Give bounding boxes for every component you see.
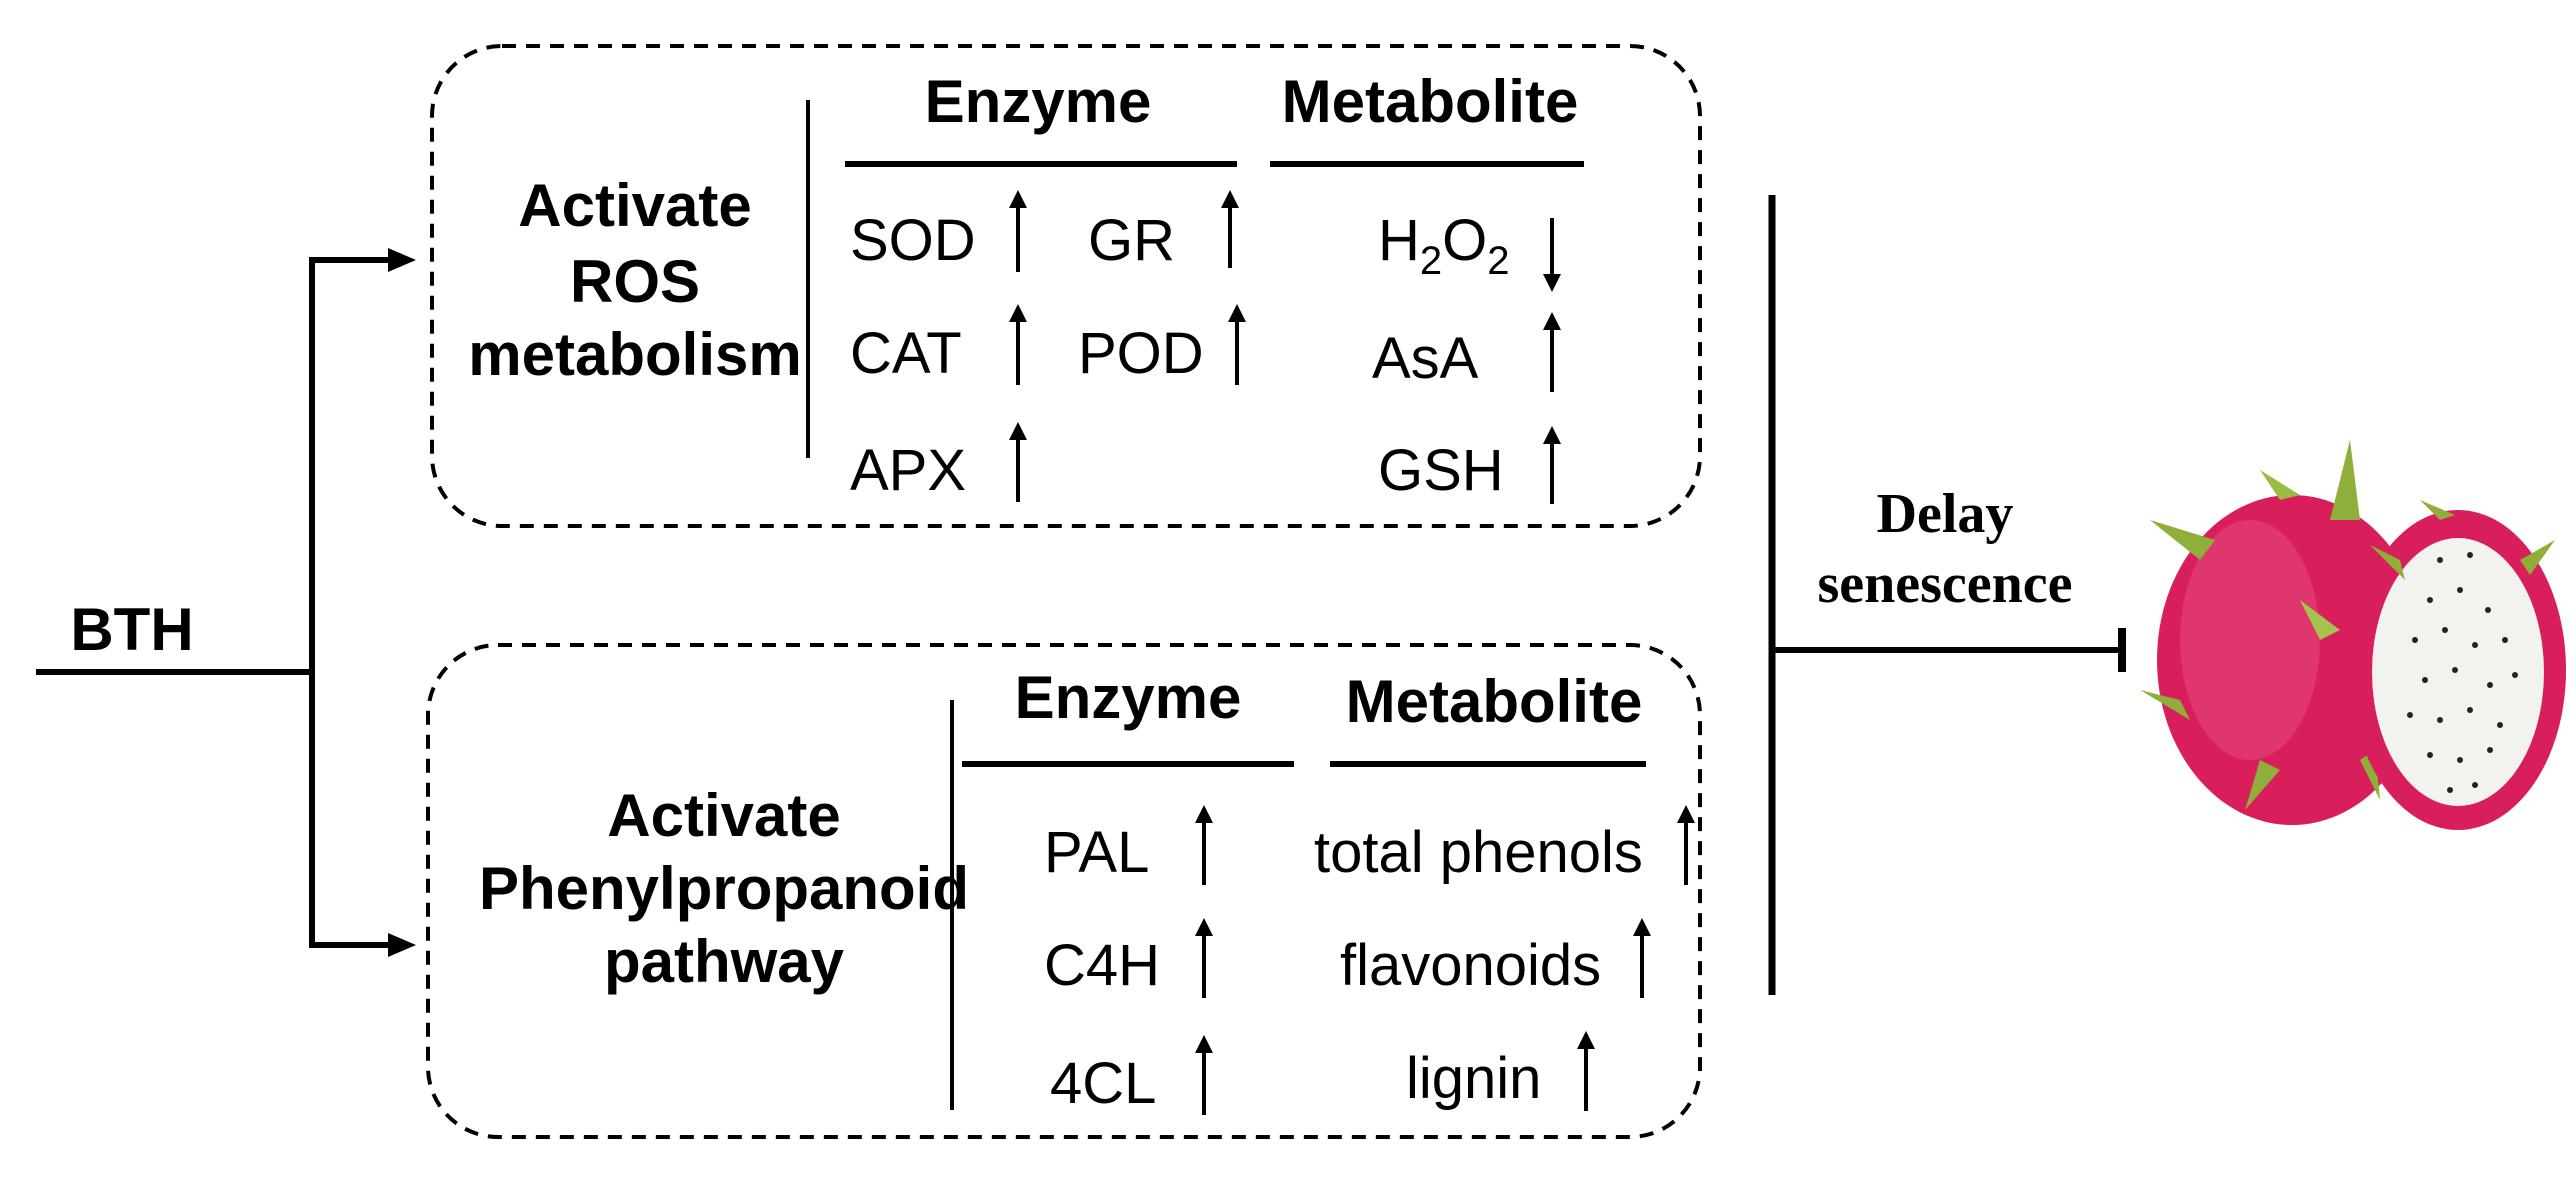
bract (2150, 520, 2215, 560)
arrow-to-ros-head (388, 248, 416, 272)
phenyl-panel: Activate Phenylpropanoid pathway Enzyme … (426, 643, 1702, 1139)
phenyl-metabolite-header: Metabolite (1346, 668, 1643, 735)
phenyl-metabolite-lignin: lignin (1406, 1046, 1541, 1111)
bract (2260, 470, 2300, 500)
phenyl-arrows (1195, 805, 1695, 1115)
phenyl-title-line-1: Activate (607, 782, 840, 849)
ros-panel: Activate ROS metabolism Enzyme Metabolit… (430, 44, 1702, 528)
ros-metabolite-gsh: GSH (1378, 438, 1504, 503)
phenyl-metabolite-flavonoids: flavonoids (1340, 933, 1601, 998)
ros-enzyme-header: Enzyme (925, 68, 1152, 135)
up-arrow-icon-head (1228, 304, 1246, 322)
seeds (2407, 552, 2518, 793)
up-arrow-icon-head (1195, 805, 1213, 823)
ros-enzyme-apx: APX (850, 438, 966, 503)
bract (2245, 760, 2280, 810)
up-arrow-icon-head (1195, 918, 1213, 936)
up-arrow-icon-head (1009, 422, 1027, 440)
bract (2520, 540, 2555, 575)
bract (2300, 600, 2340, 640)
halved-dragon-fruit (2350, 500, 2566, 830)
phenyl-panel-border (426, 643, 1702, 1139)
ros-metabolite-header: Metabolite (1282, 68, 1579, 135)
up-arrow-icon-head (1009, 190, 1027, 208)
bract (2370, 545, 2405, 580)
ros-title-line-3: metabolism (468, 321, 801, 388)
phenyl-enzyme-pal: PAL (1044, 820, 1149, 885)
ros-metabolite-asa: AsA (1372, 326, 1479, 391)
arrow-to-phenyl-head (388, 933, 416, 957)
phenyl-enzyme-header: Enzyme (1015, 664, 1242, 731)
bract (2330, 440, 2360, 520)
ros-arrows (1009, 190, 1561, 504)
up-arrow-icon-head (1221, 190, 1239, 208)
phenyl-title-line-2: Phenylpropanoid (479, 855, 969, 922)
up-arrow-icon-head (1009, 304, 1027, 322)
bth-label: BTH (70, 596, 193, 663)
ros-enzyme-sod: SOD (850, 208, 976, 273)
up-arrow-icon-head (1577, 1031, 1595, 1049)
up-arrow-icon-head (1677, 805, 1695, 823)
down-arrow-icon-head (1543, 274, 1561, 292)
ros-enzyme-gr: GR (1088, 208, 1175, 273)
ros-panel-border (430, 44, 1702, 528)
phenyl-enzyme-c4h: C4H (1044, 933, 1160, 998)
up-arrow-icon-head (1195, 1035, 1213, 1053)
bract (2420, 500, 2455, 520)
up-arrow-icon-head (1633, 918, 1651, 936)
up-arrow-icon-head (1543, 426, 1561, 444)
up-arrow-icon-head (1543, 312, 1561, 330)
bract (2140, 690, 2190, 720)
ros-enzyme-cat: CAT (850, 321, 962, 386)
phenyl-enzyme-4cl: 4CL (1050, 1051, 1156, 1116)
ros-enzyme-pod: POD (1078, 321, 1204, 386)
dragon-fruit-image (2140, 440, 2566, 830)
delay-label-line-2: senescence (1817, 553, 2072, 615)
whole-fruit-shade (2180, 520, 2320, 760)
phenyl-title-line-3: pathway (604, 928, 845, 995)
ros-title-line-2: ROS (570, 248, 700, 315)
ros-metabolite-h2o2: H2O2 (1378, 208, 1510, 283)
phenyl-metabolite-total-phenols: total phenols (1314, 820, 1643, 885)
ros-title-line-1: Activate (518, 172, 751, 239)
halved-fruit-flesh (2372, 538, 2544, 806)
delay-label-line-1: Delay (1877, 483, 2014, 545)
